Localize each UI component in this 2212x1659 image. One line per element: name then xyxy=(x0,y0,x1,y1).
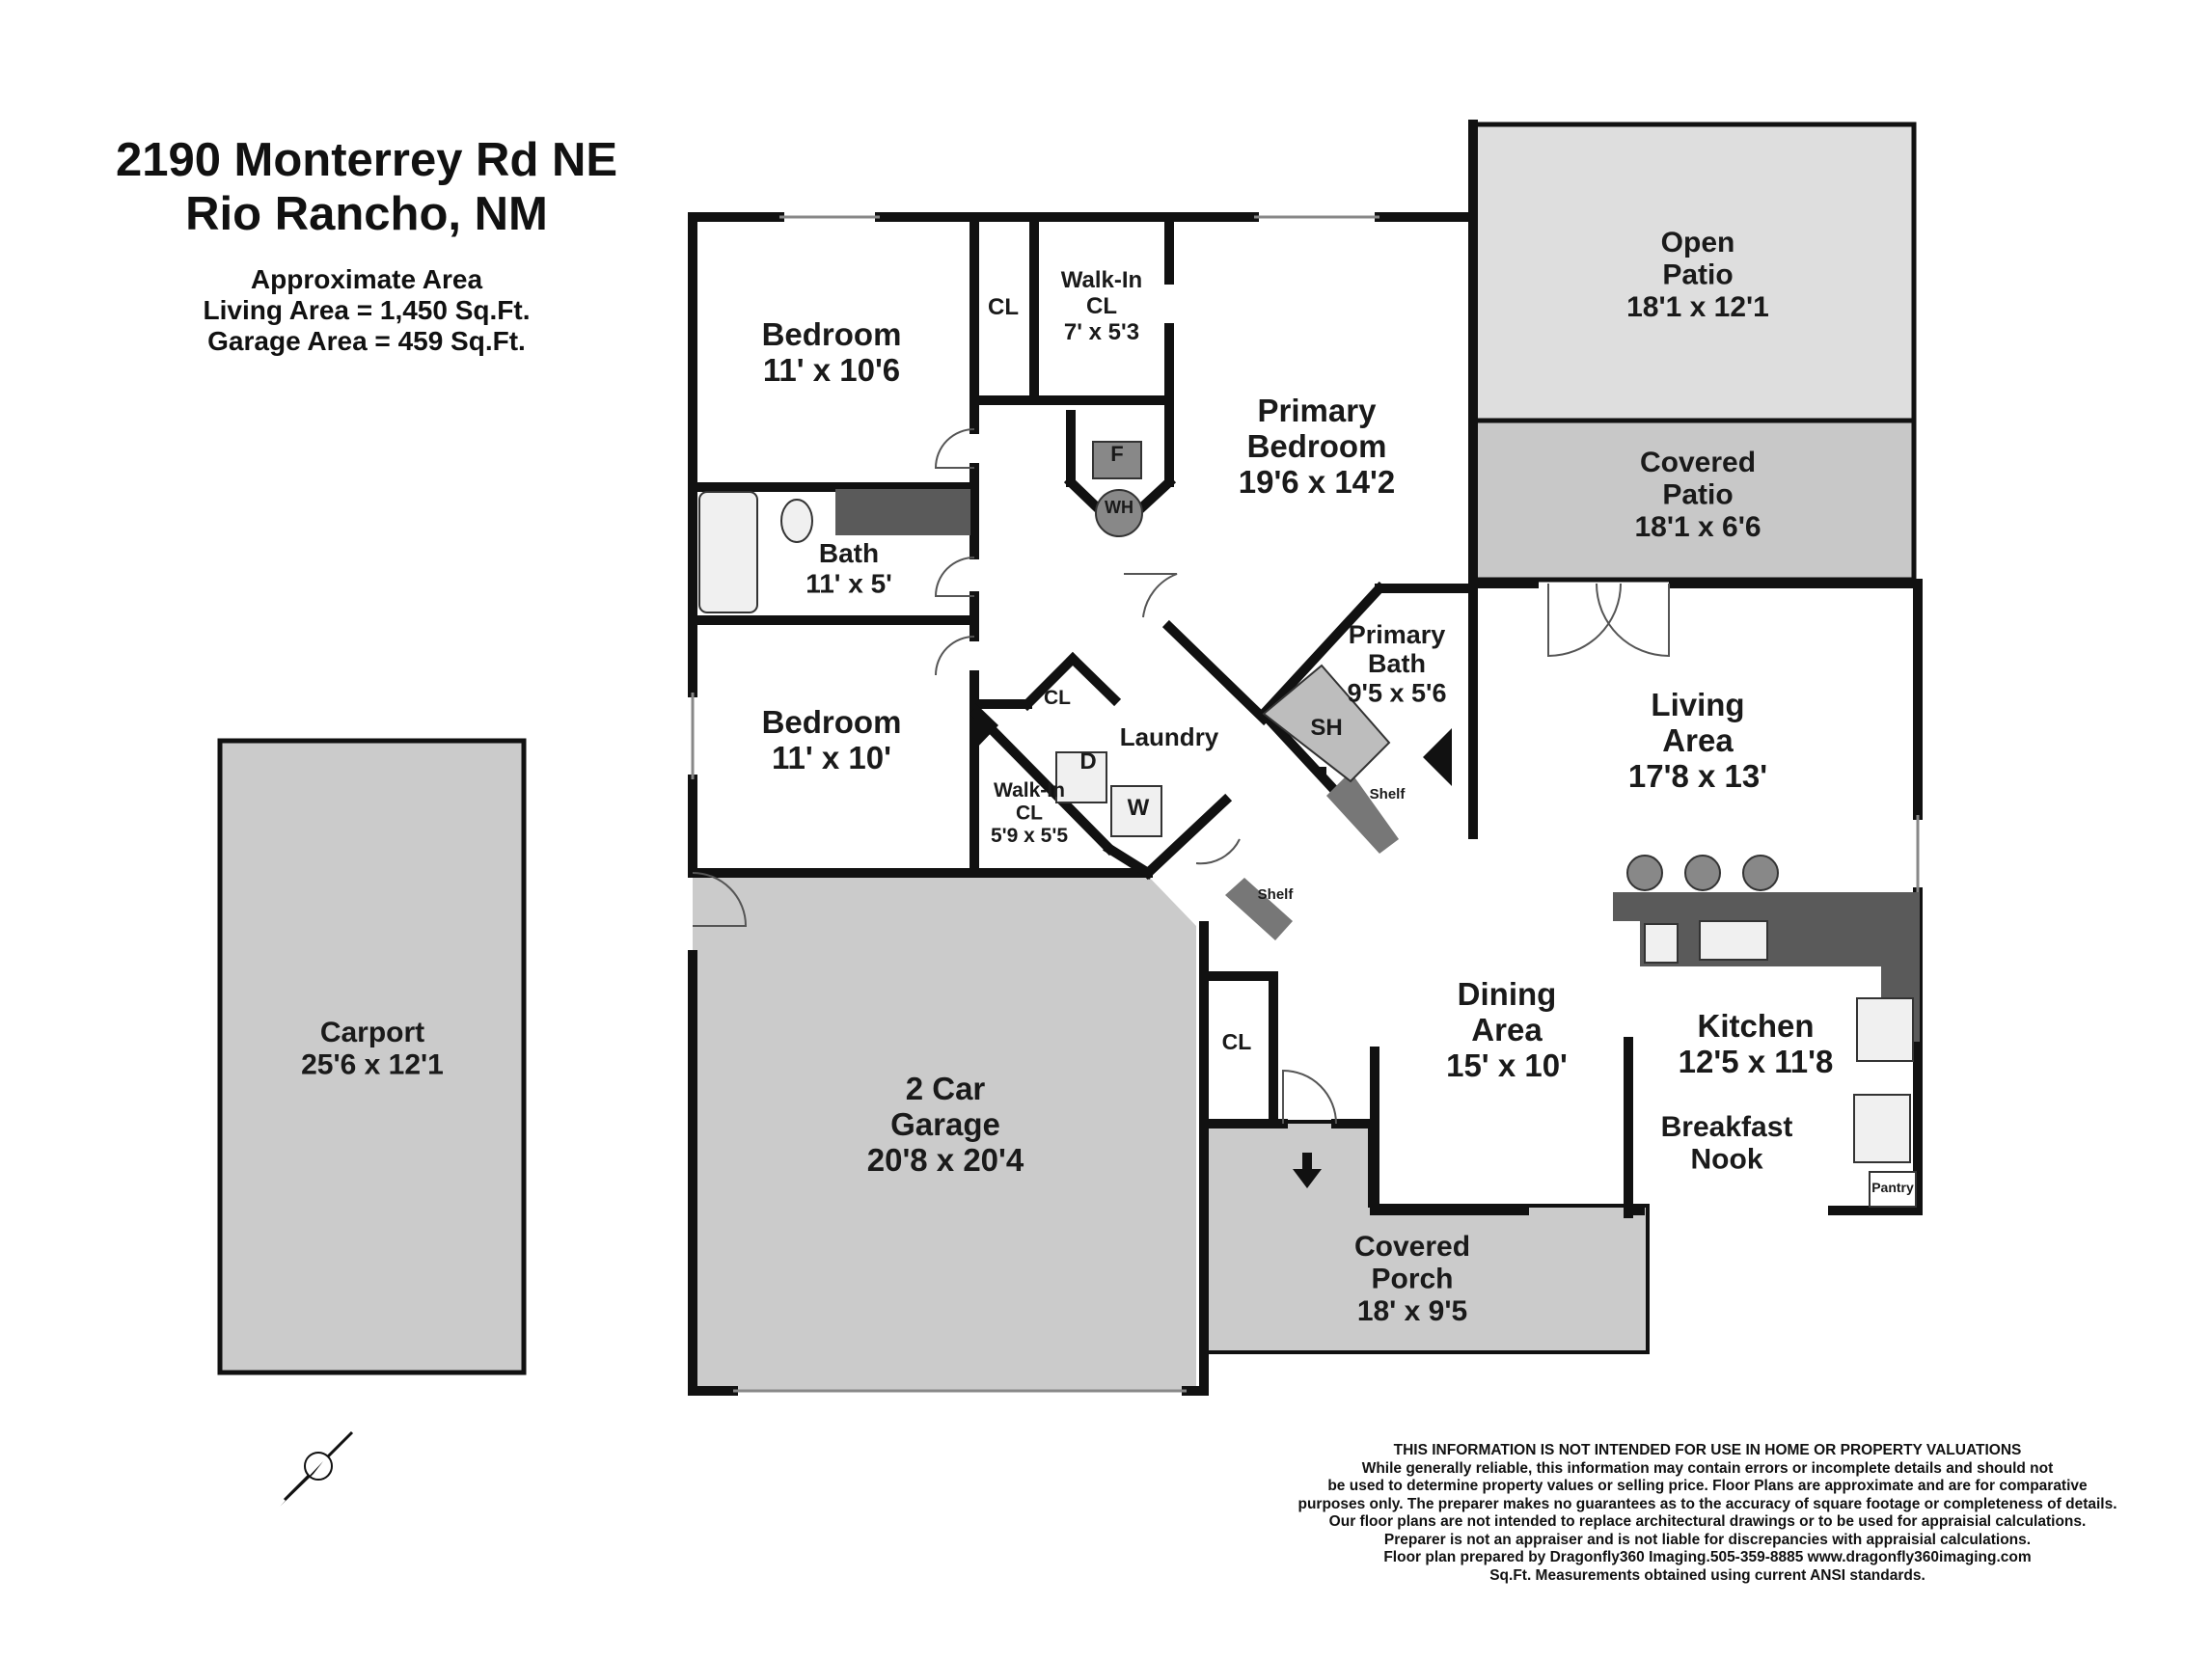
disclaimer: THIS INFORMATION IS NOT INTENDED FOR USE… xyxy=(1153,1442,2212,1585)
entry-arrow-icon xyxy=(1293,1153,1322,1188)
door-swings xyxy=(692,428,1670,1125)
pantry-icon xyxy=(1869,1171,1917,1208)
toilet-icon xyxy=(780,499,813,543)
garage-area-summary: Garage Area = 459 Sq.Ft. xyxy=(207,326,526,356)
carport-area xyxy=(217,738,527,1375)
disclaimer-line: THIS INFORMATION IS NOT INTENDED FOR USE… xyxy=(1393,1442,2022,1458)
shelf-primary xyxy=(1326,772,1399,854)
room-label-pantry: Pantry xyxy=(1871,1180,1914,1195)
room-label-closet3: CL xyxy=(1222,1029,1252,1054)
range-icon xyxy=(1856,997,1914,1062)
windows xyxy=(691,215,1920,1393)
disclaimer-line: purposes only. The preparer makes no gua… xyxy=(1297,1495,2117,1512)
room-label-closet2: CL xyxy=(1044,687,1071,709)
covered-patio-area xyxy=(1470,418,1917,583)
kitchen-counter xyxy=(1613,892,1920,1042)
disclaimer-line: Sq.Ft. Measurements obtained using curre… xyxy=(1489,1566,1925,1584)
room-label-shelf2: Shelf xyxy=(1258,886,1295,903)
dishwasher-icon xyxy=(1644,923,1679,964)
washer-icon xyxy=(1110,785,1162,837)
refrigerator-icon xyxy=(1853,1094,1911,1163)
room-label-dryer: D xyxy=(1079,748,1096,775)
disclaimer-line: Our floor plans are not intended to repl… xyxy=(1328,1513,2087,1530)
room-label-furnace: F xyxy=(1110,442,1123,466)
disclaimer-line: Preparer is not an appraiser and is not … xyxy=(1383,1531,2032,1548)
wall-triangle-2 xyxy=(1423,728,1452,786)
shower-icon xyxy=(1262,664,1391,783)
wall-triangle-1 xyxy=(974,702,998,750)
disclaimer-line: be used to determine property values or … xyxy=(1327,1478,2088,1494)
living-area-summary: Living Area = 1,450 Sq.Ft. xyxy=(203,295,531,325)
disclaimer-line: Floor plan prepared by Dragonfly360 Imag… xyxy=(1383,1549,2032,1565)
garage-area xyxy=(693,874,1196,1391)
furnace-icon xyxy=(1092,441,1142,479)
room-label-closet1: CL xyxy=(988,294,1019,320)
room-label-washer: W xyxy=(1128,795,1150,821)
sink-icon xyxy=(1699,920,1768,961)
room-label-laundry: Laundry xyxy=(1120,722,1219,751)
room-label-shower: SH xyxy=(1310,715,1342,741)
address-line-1: 2190 Monterrey Rd NE xyxy=(115,134,618,186)
disclaimer-line: While generally reliable, this informati… xyxy=(1361,1459,2054,1477)
bathtub-icon xyxy=(698,491,758,613)
address-line-2: Rio Rancho, NM xyxy=(185,188,548,240)
room-label-shelf1: Shelf xyxy=(1370,786,1406,802)
walls xyxy=(688,120,1923,1396)
compass-icon xyxy=(280,1430,354,1507)
barstool-icons xyxy=(1626,855,1779,891)
water-heater-icon xyxy=(1095,489,1143,537)
shelf-hall xyxy=(1225,878,1293,940)
vanity-counter xyxy=(835,489,970,535)
room-label-water-heater: WH xyxy=(1105,498,1133,517)
dryer-icon xyxy=(1055,751,1107,803)
area-title: Approximate Area xyxy=(250,264,483,294)
